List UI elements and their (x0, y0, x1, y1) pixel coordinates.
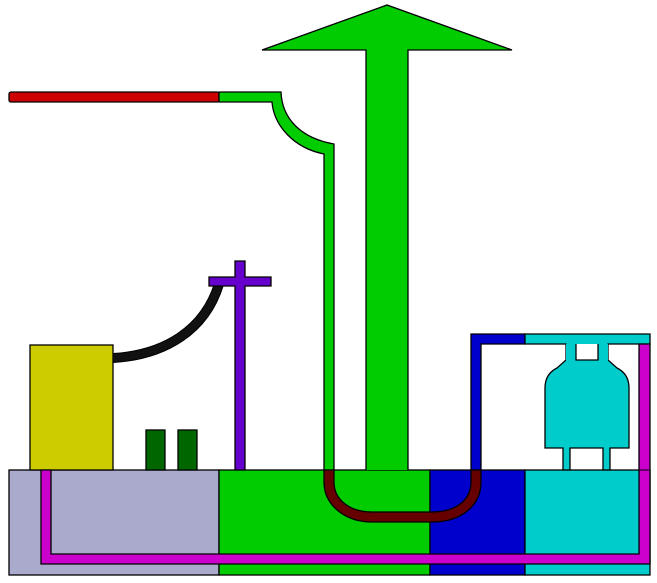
cyan-vessel (524, 333, 651, 471)
cyan-vessel-neck-left (566, 344, 576, 363)
magenta-loop (40, 343, 651, 565)
black-cable (112, 282, 223, 362)
dark-green-post (145, 429, 166, 471)
red-bar (8, 91, 220, 103)
cyan-vessel-neck-gap (575, 344, 599, 361)
yellow-box (29, 344, 114, 471)
blue-pipe (470, 333, 526, 471)
green-up-arrow (261, 4, 513, 470)
dark-red-u-pipe (323, 469, 482, 523)
dark-green-post (177, 429, 198, 471)
cyan-vessel-neck-right (598, 344, 608, 363)
purple-post (208, 260, 272, 471)
